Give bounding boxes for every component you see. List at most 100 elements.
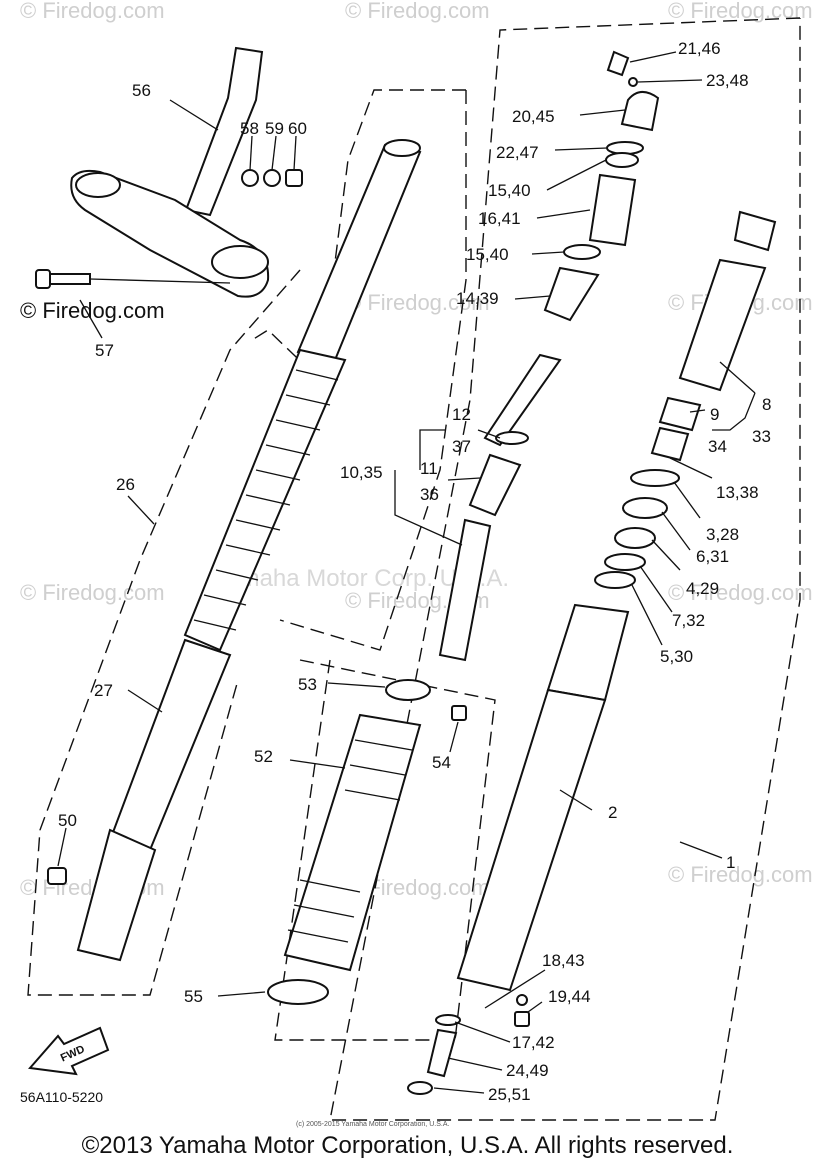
inner-tube-8 [678, 258, 767, 392]
boot-kit [267, 679, 467, 1005]
fork-spring-14-lower [483, 353, 562, 447]
callout-label: 58 [240, 119, 259, 138]
callout-label: 52 [254, 747, 273, 766]
damper-rod-assembly [438, 50, 660, 662]
callout-label: 33 [752, 427, 771, 446]
clamp-53 [385, 679, 431, 701]
outer-tube-group-outline [279, 90, 467, 651]
washer-59 [263, 169, 281, 187]
leader-lines [57, 51, 756, 1094]
callout-label: 10,35 [340, 463, 383, 482]
gasket-17 [435, 1014, 461, 1026]
bellows-ribs [193, 369, 339, 631]
callout-label: 36 [420, 485, 439, 504]
right-fork-assembly [407, 210, 777, 1095]
callout-label: 25,51 [488, 1085, 531, 1104]
callout-label: 19,44 [548, 987, 591, 1006]
callout-label: 2 [608, 803, 617, 822]
callout-label: 57 [95, 341, 114, 360]
boot-52 [283, 713, 422, 972]
callout-label: 13,38 [716, 483, 759, 502]
rebound-spring-11 [468, 453, 522, 517]
callout-label: 53 [298, 675, 317, 694]
left-fork-group-outline [27, 269, 301, 996]
slide-metal-7 [604, 553, 646, 571]
nut-60 [285, 169, 303, 187]
callout-label: 20,45 [512, 107, 555, 126]
callout-label: 17,42 [512, 1033, 555, 1052]
callout-label: 18,43 [542, 951, 585, 970]
fork-spring-14-upper [543, 266, 600, 322]
oil-seal-6 [622, 497, 668, 519]
inner-tube-8-top [733, 210, 777, 252]
outer-tube-27 [110, 638, 232, 852]
watermark-text: © Firedog.com [20, 580, 165, 605]
boot-ribs [287, 739, 413, 943]
callout-label: 4,29 [686, 579, 719, 598]
callout-label: 21,46 [678, 39, 721, 58]
watermark-text: © Firedog.com [20, 0, 165, 23]
callout-label: 12 [452, 405, 471, 424]
callout-label: 14,39 [456, 289, 499, 308]
bolt-25 [407, 1081, 433, 1095]
outer-tube-2-top [546, 603, 630, 702]
washer-58 [241, 169, 259, 187]
callout-label: 23,48 [706, 71, 749, 90]
diagram-code: 56A110-5220 [20, 1089, 103, 1105]
left-fork-axle-holder [76, 828, 157, 962]
gasket-18 [516, 994, 528, 1006]
watermark-text: © Firedog.com [20, 298, 165, 323]
callout-label: 55 [184, 987, 203, 1006]
callout-label: 5,30 [660, 647, 693, 666]
callout-label: 16,41 [478, 209, 521, 228]
callout-label: 15,40 [488, 181, 531, 200]
callout-label: 54 [432, 753, 451, 772]
left-fork-assembly [47, 139, 422, 962]
callout-label: 50 [58, 811, 77, 830]
callout-label: 34 [708, 437, 727, 456]
bracket-clamp-right [211, 245, 269, 279]
callout-label: 60 [288, 119, 307, 138]
callout-label: 3,28 [706, 525, 739, 544]
callout-label: 56 [132, 81, 151, 100]
air-valve-21 [606, 50, 630, 77]
callout-label: 8 [762, 395, 771, 414]
seat-15-upper [605, 152, 639, 168]
callout-label: 11 [420, 459, 438, 478]
bolt-57-head [35, 269, 51, 289]
outer-tube-2 [456, 688, 607, 992]
inner-tube-26-upper [296, 143, 422, 362]
watermark-text: © Firedog.com [345, 0, 490, 23]
callout-label: 9 [710, 405, 719, 424]
callout-label: 37 [452, 437, 471, 456]
inner-tube-cap [383, 139, 421, 157]
watermark-text: © Firedog.com [668, 580, 813, 605]
copyright-footer: ©2013 Yamaha Motor Corporation, U.S.A. A… [81, 1132, 734, 1159]
watermark-text: © Firedog.com [345, 290, 490, 315]
cap-bolt-20 [620, 91, 660, 132]
callout-label: 27 [94, 681, 113, 700]
bolt-19 [514, 1011, 530, 1027]
callout-label: 59 [265, 119, 284, 138]
fork-boot-bellows [183, 348, 347, 652]
callout-label: 1 [726, 853, 735, 872]
steering-stem [184, 46, 264, 217]
watermark-text: © Firedog.com [668, 862, 813, 887]
slide-metal-5 [594, 571, 636, 589]
seat-15-lower [563, 244, 601, 260]
callout-label: 7,32 [672, 611, 705, 630]
watermark-text: © Firedog.com [668, 0, 813, 23]
callout-labels: 56 58 59 60 57 26 27 50 53 52 54 55 21,4… [58, 39, 771, 1104]
fwd-arrow-icon [28, 1026, 110, 1076]
callout-label: 24,49 [506, 1061, 549, 1080]
callout-label: 6,31 [696, 547, 729, 566]
taper-spindle-13 [650, 426, 690, 462]
circlip-3 [630, 469, 680, 487]
piston-ring-12 [495, 431, 529, 445]
o-ring-23 [628, 77, 638, 87]
right-fork-group-outline [329, 17, 801, 1121]
cylinder-comp-24 [426, 1028, 458, 1078]
screw-54 [451, 705, 467, 721]
